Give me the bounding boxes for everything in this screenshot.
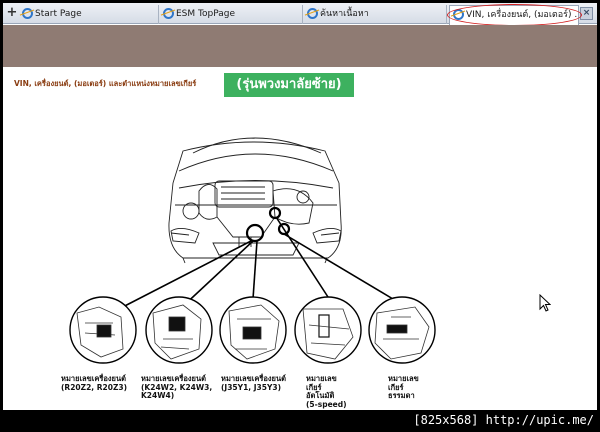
tab-esm-toppage[interactable]: ESM TopPage (160, 5, 303, 24)
caption-engine-k24w: หมายเลขเครื่องยนต์ (K24W2, K24W3, K24W4) (141, 374, 213, 400)
caption-manual-transmission: หมายเลข เกียร์ ธรรมดา (388, 374, 419, 400)
close-tab-button[interactable]: × (580, 7, 593, 20)
ie-page-icon (307, 8, 318, 19)
image-watermark: [825x568] http://upic.me/ (413, 413, 594, 427)
new-tab-button[interactable]: + (6, 5, 18, 20)
tab-bar: + Start Page ESM TopPage ค้นหาเนื้อหา VI… (3, 3, 597, 26)
caption-auto-transmission: หมายเลข เกียร์ อัตโนมัติ (5-speed) (306, 374, 347, 409)
engine-bay-diagram (69, 137, 436, 364)
highlight-oval (447, 4, 582, 26)
ie-page-icon (22, 8, 33, 19)
tab-label: ESM TopPage (176, 9, 236, 19)
ie-page-icon (163, 8, 174, 19)
tab-start-page[interactable]: Start Page (19, 5, 159, 24)
tab-label: ค้นหาเนื้อหา (320, 9, 369, 19)
header-band (3, 25, 597, 67)
tab-label: Start Page (35, 9, 82, 19)
page-title: VIN, เครื่องยนต์, (มอเตอร์) และตำแหน่งหม… (14, 79, 197, 88)
mouse-cursor-icon (539, 294, 551, 312)
tab-search-content[interactable]: ค้นหาเนื้อหา (304, 5, 447, 24)
lhd-badge: (รุ่นพวงมาลัยซ้าย) (224, 73, 354, 97)
caption-engine-r20z: หมายเลขเครื่องยนต์ (R20Z2, R20Z3) (61, 374, 128, 392)
caption-engine-j35y: หมายเลขเครื่องยนต์ (J35Y1, J35Y3) (221, 374, 286, 392)
black-frame-bottom (0, 410, 600, 432)
browser-window: + Start Page ESM TopPage ค้นหาเนื้อหา VI… (3, 3, 597, 410)
